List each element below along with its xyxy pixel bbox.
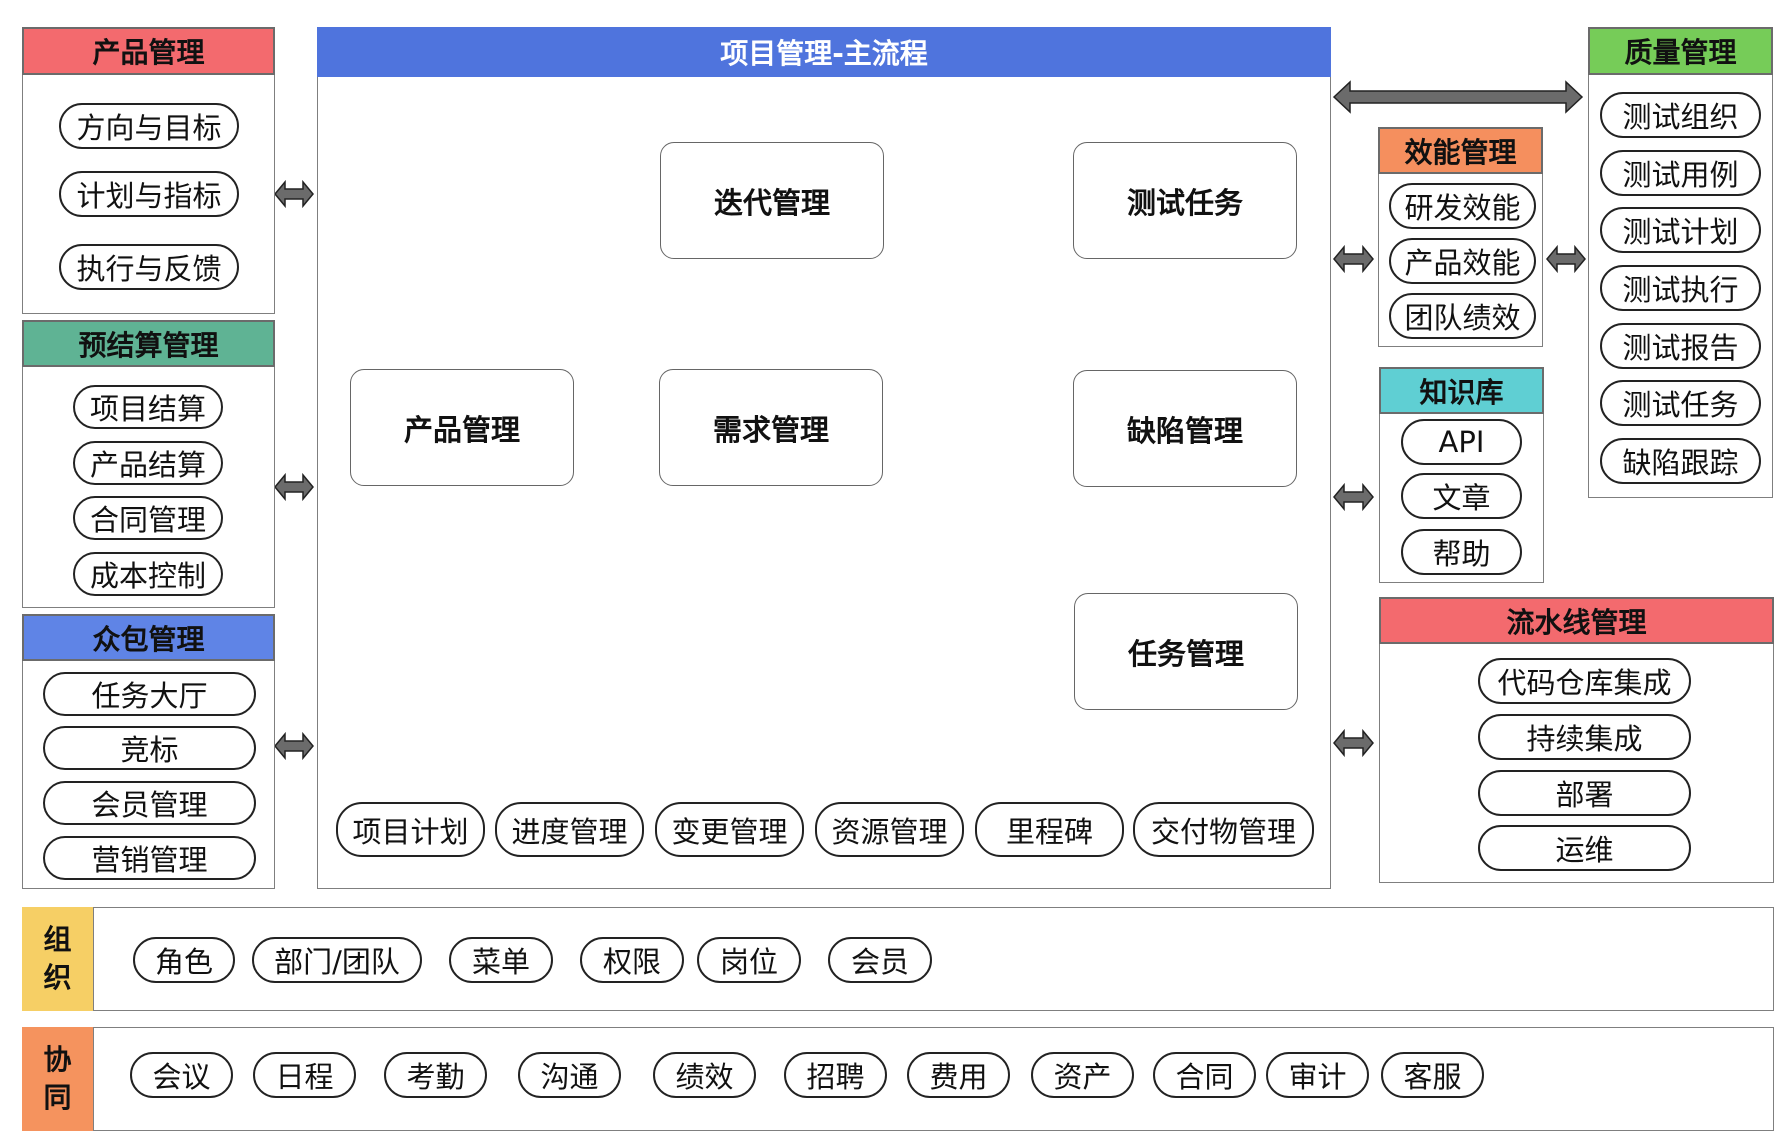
plans-item[interactable]: 交付物管理 — [1133, 802, 1314, 857]
collaboration-item[interactable]: 审计 — [1266, 1052, 1369, 1098]
organization-label-char: 组 — [43, 923, 72, 956]
crowd-mgmt-item[interactable]: 营销管理 — [43, 836, 256, 880]
knowledge-base-item[interactable]: API — [1401, 419, 1522, 465]
quality-mgmt-item[interactable]: 测试用例 — [1600, 150, 1761, 196]
collaboration-item[interactable]: 绩效 — [653, 1052, 756, 1098]
quality-mgmt-item[interactable]: 缺陷跟踪 — [1600, 438, 1761, 484]
collaboration-item[interactable]: 考勤 — [384, 1052, 487, 1098]
quality-mgmt-item[interactable]: 测试报告 — [1600, 323, 1761, 369]
double-arrow-icon — [274, 731, 314, 761]
organization-label-char: 织 — [43, 961, 72, 994]
double-arrow-icon — [274, 472, 314, 502]
node-test-task[interactable]: 测试任务 — [1073, 142, 1297, 259]
crowd-mgmt-item[interactable]: 会员管理 — [43, 781, 256, 825]
node-requirement-mgmt[interactable]: 需求管理 — [659, 369, 883, 486]
quality-mgmt-item[interactable]: 测试计划 — [1600, 207, 1761, 253]
organization-item[interactable]: 会员 — [828, 937, 932, 983]
collaboration-item[interactable]: 沟通 — [518, 1052, 621, 1098]
double-arrow-icon — [1333, 244, 1374, 274]
double-arrow-icon — [1546, 244, 1586, 274]
node-task-mgmt[interactable]: 任务管理 — [1074, 593, 1298, 710]
crowd-mgmt-item[interactable]: 竞标 — [43, 726, 256, 770]
plans-item[interactable]: 里程碑 — [975, 802, 1124, 857]
quality-mgmt-item[interactable]: 测试任务 — [1600, 380, 1761, 426]
efficiency-mgmt-title: 效能管理 — [1378, 127, 1543, 174]
collaboration-item[interactable]: 客服 — [1381, 1052, 1484, 1098]
settlement-mgmt-title: 预结算管理 — [22, 320, 275, 367]
main-flow-title: 项目管理-主流程 — [317, 27, 1331, 77]
quality-mgmt-item[interactable]: 测试执行 — [1600, 265, 1761, 311]
quality-mgmt-title: 质量管理 — [1588, 27, 1773, 75]
knowledge-base-item[interactable]: 帮助 — [1401, 529, 1522, 575]
knowledge-base-title: 知识库 — [1379, 367, 1544, 414]
plans-item[interactable]: 项目计划 — [336, 802, 485, 857]
settlement-mgmt-item[interactable]: 产品结算 — [73, 441, 223, 485]
organization-item[interactable]: 角色 — [133, 937, 235, 983]
plans-item[interactable]: 资源管理 — [815, 802, 964, 857]
organization-item[interactable]: 菜单 — [449, 937, 553, 983]
collaboration-item[interactable]: 会议 — [130, 1052, 233, 1098]
efficiency-mgmt-item[interactable]: 产品效能 — [1389, 238, 1536, 284]
quality-mgmt-item[interactable]: 测试组织 — [1600, 92, 1761, 138]
crowd-mgmt-title: 众包管理 — [22, 614, 275, 661]
node-defect-mgmt[interactable]: 缺陷管理 — [1073, 370, 1297, 487]
pipeline-mgmt-item[interactable]: 部署 — [1478, 770, 1691, 816]
organization-item[interactable]: 权限 — [580, 937, 684, 983]
node-iteration-mgmt[interactable]: 迭代管理 — [660, 142, 884, 259]
settlement-mgmt-item[interactable]: 成本控制 — [73, 552, 223, 596]
settlement-mgmt-item[interactable]: 项目结算 — [73, 385, 223, 429]
collaboration-item[interactable]: 费用 — [907, 1052, 1010, 1098]
collaboration-item[interactable]: 招聘 — [784, 1052, 887, 1098]
product-mgmt-item[interactable]: 方向与目标 — [59, 103, 239, 149]
double-arrow-icon — [1333, 728, 1374, 758]
collaboration-label-char: 同 — [43, 1081, 72, 1114]
knowledge-base-item[interactable]: 文章 — [1401, 473, 1522, 519]
product-mgmt-title: 产品管理 — [22, 27, 275, 75]
double-arrow-icon — [1333, 482, 1374, 512]
product-mgmt-item[interactable]: 执行与反馈 — [59, 244, 239, 290]
settlement-mgmt-item[interactable]: 合同管理 — [73, 496, 223, 540]
collaboration-label-char: 协 — [43, 1043, 72, 1076]
double-arrow-icon — [274, 179, 314, 209]
plans-item[interactable]: 进度管理 — [495, 802, 644, 857]
crowd-mgmt-item[interactable]: 任务大厅 — [43, 672, 256, 716]
node-product-mgmt[interactable]: 产品管理 — [350, 369, 574, 486]
pipeline-mgmt-item[interactable]: 持续集成 — [1478, 714, 1691, 760]
organization-item[interactable]: 岗位 — [697, 937, 801, 983]
organization-item[interactable]: 部门/团队 — [252, 937, 422, 983]
collaboration-item[interactable]: 资产 — [1031, 1052, 1134, 1098]
efficiency-mgmt-item[interactable]: 研发效能 — [1389, 183, 1536, 229]
collaboration-label: 协 同 — [22, 1027, 94, 1131]
double-arrow-icon — [1332, 80, 1584, 114]
pipeline-mgmt-item[interactable]: 运维 — [1478, 825, 1691, 871]
product-mgmt-item[interactable]: 计划与指标 — [59, 171, 239, 217]
collaboration-item[interactable]: 日程 — [253, 1052, 356, 1098]
efficiency-mgmt-item[interactable]: 团队绩效 — [1389, 293, 1536, 339]
plans-item[interactable]: 变更管理 — [655, 802, 804, 857]
organization-label: 组 织 — [22, 907, 94, 1011]
collaboration-item[interactable]: 合同 — [1153, 1052, 1256, 1098]
pipeline-mgmt-item[interactable]: 代码仓库集成 — [1478, 658, 1691, 704]
pipeline-mgmt-title: 流水线管理 — [1379, 597, 1774, 644]
